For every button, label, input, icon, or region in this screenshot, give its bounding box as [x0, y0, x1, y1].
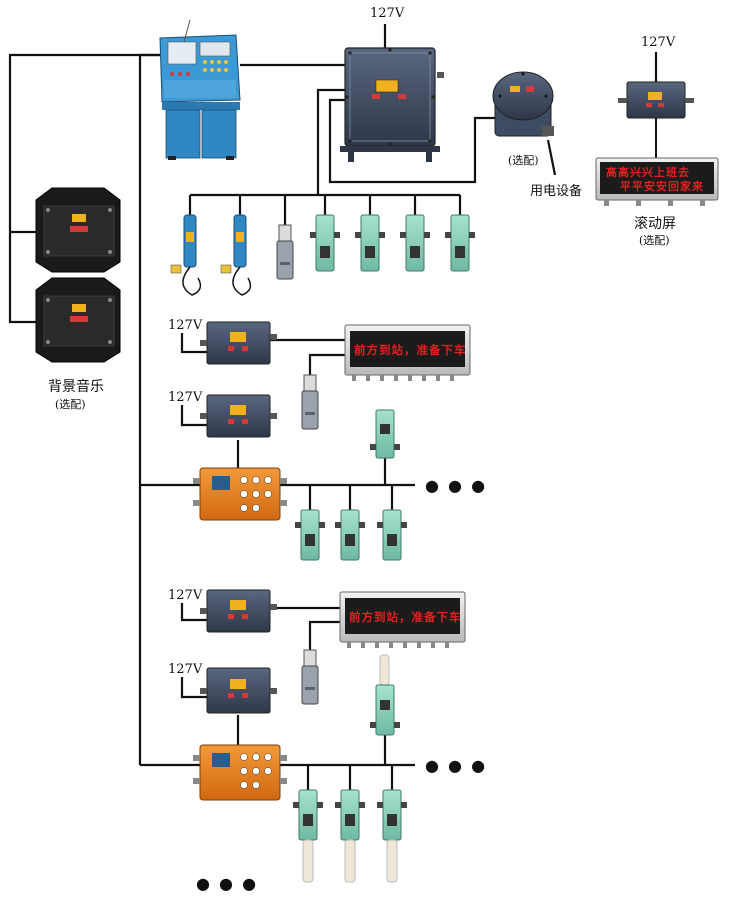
row3-mic — [301, 649, 319, 705]
wiring — [8, 24, 658, 790]
row4-vertical-terminal — [370, 654, 400, 736]
sensor-row — [170, 214, 475, 296]
voltage-label-scroll: 127V — [641, 35, 676, 50]
green-terminal-2 — [355, 214, 385, 272]
voltage-label-row4: 127V — [168, 662, 203, 677]
display1-led-text: 前方到站，准备下车 — [354, 343, 467, 357]
row1-power-box — [200, 321, 277, 365]
row2-vertical-terminal — [370, 409, 400, 459]
power-device-label: 用电设备 — [530, 184, 583, 199]
blue-sensor-2 — [220, 214, 252, 296]
power-device-optional: (选配) — [508, 154, 539, 167]
bg-music-optional: (选配) — [55, 398, 86, 411]
led-display-2 — [339, 591, 466, 648]
row2-terminal-2 — [335, 509, 365, 561]
scroll-screen — [595, 157, 719, 206]
ellipsis-bottom: ● ● ● — [196, 874, 259, 893]
row2-terminals — [295, 509, 407, 561]
blue-sensor-1 — [170, 214, 202, 296]
row2-terminal-1 — [295, 509, 325, 561]
voltage-label-row1: 127V — [168, 318, 203, 333]
mic-sensor — [276, 224, 294, 280]
control-console — [159, 19, 241, 160]
row1-mic — [301, 374, 319, 430]
main-enclosure — [340, 47, 444, 162]
scroll-screen-label: 滚动屏 — [634, 216, 676, 232]
scroll-led-line1: 高高兴兴上班去 — [606, 166, 690, 179]
row4-power-box — [200, 667, 277, 714]
row4-terminal-3 — [377, 789, 407, 883]
scroll-power-box — [618, 81, 694, 158]
ellipsis-row2: ● ● ● — [425, 756, 488, 775]
row2-terminal-3 — [377, 509, 407, 561]
green-terminal-1 — [310, 214, 340, 272]
voltage-label-cabinet: 127V — [370, 6, 405, 21]
ellipsis-row1: ● ● ● — [425, 476, 488, 495]
scroll-screen-optional: (选配) — [639, 234, 670, 247]
orange-junction-2 — [193, 744, 287, 801]
scroll-led-line2: 平平安安回家来 — [620, 180, 704, 193]
row2-power-box — [200, 394, 277, 438]
amplifier-1 — [35, 187, 121, 273]
row4-terminal-2 — [335, 789, 365, 883]
led-display-1 — [344, 324, 471, 381]
bg-music-label: 背景音乐 — [48, 379, 104, 395]
row3-power-box — [200, 589, 277, 633]
orange-junction-1 — [193, 467, 287, 521]
voltage-label-row2: 127V — [168, 390, 203, 405]
amplifier-2 — [35, 277, 121, 363]
display2-led-text: 前方到站，准备下车 — [349, 610, 462, 624]
row4-terminals — [293, 789, 407, 883]
power-device — [492, 71, 554, 137]
row4-terminal-1 — [293, 789, 323, 883]
voltage-label-row3: 127V — [168, 588, 203, 603]
green-terminal-4 — [445, 214, 475, 272]
green-terminal-3 — [400, 214, 430, 272]
